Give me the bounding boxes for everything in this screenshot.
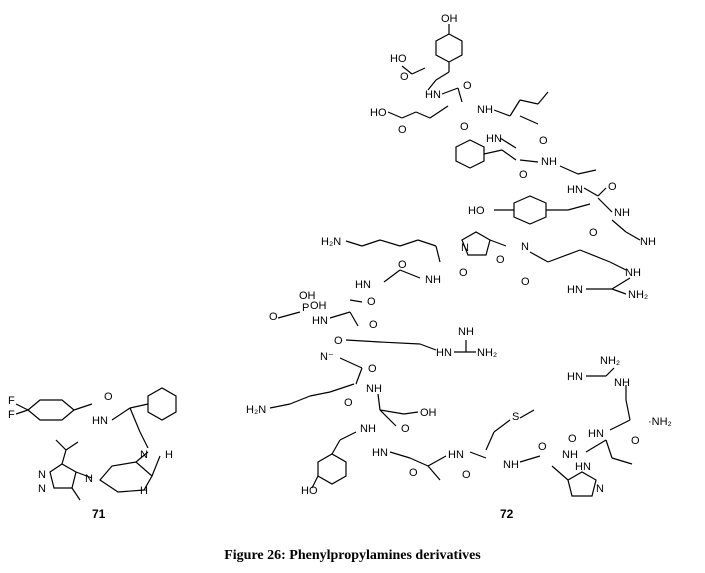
atom-nh-2: NH xyxy=(541,156,557,168)
atom-o-11: O xyxy=(369,319,378,331)
atom-nh-5: NH xyxy=(625,267,641,279)
histidine-ring xyxy=(551,465,597,497)
atom-o-10: O xyxy=(398,259,407,271)
atom-oh-p2: OH xyxy=(310,300,327,312)
atom-o-2: O xyxy=(460,121,469,133)
atom-ho-acid-1: HO xyxy=(390,53,407,65)
atom-hn-his: HN xyxy=(575,461,591,473)
atom-hn-3: HN xyxy=(567,184,583,196)
atom-o-17: O xyxy=(462,469,471,481)
atom-o-4: O xyxy=(519,169,528,181)
atom-hn-4: HN xyxy=(355,279,371,291)
atom-f-1: F xyxy=(8,395,15,407)
atom-s: S xyxy=(512,411,519,423)
atom-h-71b: H xyxy=(140,485,148,497)
atom-nh2-2: NH₂ xyxy=(477,347,497,359)
atom-o-19: O xyxy=(568,433,577,445)
atom-ho-tyr: HO xyxy=(468,205,485,217)
atom-oh-p1: OH xyxy=(299,290,316,302)
atom-o-12: O xyxy=(334,335,343,347)
atom-hn-imine-2: HN xyxy=(436,347,452,359)
atom-hn-ile: HN xyxy=(588,428,604,440)
atom-nh-7: NH xyxy=(458,326,474,338)
atom-o-3: O xyxy=(539,135,548,147)
atom-o-15: O xyxy=(401,423,410,435)
tropane-ring xyxy=(99,451,161,493)
phenylalanine-ring xyxy=(455,139,517,169)
atom-hn-imine-3: HN xyxy=(567,371,583,383)
atom-ho-tyr2: HO xyxy=(301,485,318,497)
atom-n-tri-2: N xyxy=(38,483,46,495)
atom-nh-his-amide: NH xyxy=(562,449,578,461)
cyclohexyl-ring xyxy=(15,399,93,421)
atom-nh-3: NH xyxy=(614,207,630,219)
atom-o-ser: O xyxy=(367,296,376,308)
atom-n-tri-3: N xyxy=(85,473,93,485)
atom-nh-6: NH xyxy=(425,274,441,286)
atom-p: P xyxy=(302,302,309,314)
tyrosine-ring-middle xyxy=(494,195,591,225)
atom-n-minus: N⁻ xyxy=(320,351,334,363)
atom-nh-arg: NH xyxy=(614,377,630,389)
atom-o-8: O xyxy=(521,276,530,288)
atom-o-1: O xyxy=(463,80,472,92)
compound-72-label: 72 xyxy=(500,507,514,521)
atom-hn-p: HN xyxy=(312,315,328,327)
atom-o-14: O xyxy=(344,397,353,409)
atom-n-tri-1: N xyxy=(38,469,46,481)
atom-o-18: O xyxy=(538,441,547,453)
atom-nh2-arg: ·NH₂ xyxy=(648,416,672,428)
atom-hooc-2: HO xyxy=(370,107,387,119)
proline-ring xyxy=(461,231,491,256)
atom-hn-71: HN xyxy=(92,415,108,427)
atom-o-acid-1: O xyxy=(400,71,409,83)
atom-n-his: N xyxy=(596,483,604,495)
atom-o-acid-2: O xyxy=(398,124,407,136)
atom-h2n-lys2: H₂N xyxy=(246,404,266,416)
tyrosine-ring-top xyxy=(427,24,463,91)
atom-o-6: O xyxy=(589,227,598,239)
phenyl-ring-71 xyxy=(111,387,177,449)
atom-o-71: O xyxy=(104,391,113,403)
tyrosine-ring-bottom xyxy=(311,431,357,489)
atom-n-2: N xyxy=(521,241,529,253)
atom-o-20: O xyxy=(631,435,640,447)
atom-nh-4: NH xyxy=(640,236,656,248)
atom-nh-met: NH xyxy=(503,459,519,471)
atom-o-13: O xyxy=(368,363,377,375)
atom-hn-2: HN xyxy=(486,133,502,145)
atom-h2n-lys: H₂N xyxy=(321,236,341,248)
atom-o-16: O xyxy=(409,467,418,479)
atom-nh-8: NH xyxy=(366,383,382,395)
compound-71-structure: F F O HN N H H xyxy=(8,387,177,521)
compound-72-structure: OH HO O HN O NH HO O O HN O NH xyxy=(246,13,672,521)
atom-nh2-1: NH₂ xyxy=(628,289,648,301)
atom-h-71a: H xyxy=(165,449,173,461)
atom-oh-ser: OH xyxy=(420,407,437,419)
atom-o-p: O xyxy=(269,311,278,323)
atom-nh2-top: NH₂ xyxy=(600,355,620,367)
atom-nh-1: NH xyxy=(477,104,493,116)
atom-n-val: HN xyxy=(448,449,464,461)
atom-o-7: O xyxy=(496,254,505,266)
atom-o-5: O xyxy=(608,181,617,193)
atom-nh-9: NH xyxy=(360,423,376,435)
compound-71-label: 71 xyxy=(92,507,106,521)
atom-n-pro: N xyxy=(461,242,469,254)
figure-caption: Figure 26: Phenylpropylamines derivative… xyxy=(224,548,481,563)
atom-f-2: F xyxy=(8,409,15,421)
atom-oh-top: OH xyxy=(441,13,458,25)
atom-o-9: O xyxy=(459,267,468,279)
atom-hn-5: HN xyxy=(372,447,388,459)
atom-hn-imine-1: HN xyxy=(567,284,583,296)
atom-hn-1: HN xyxy=(425,89,441,101)
triazole-ring xyxy=(49,439,93,501)
